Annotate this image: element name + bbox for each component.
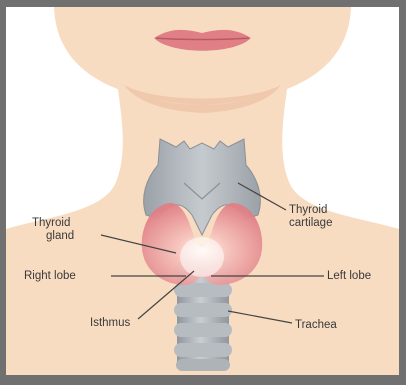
isthmus-highlight (180, 237, 224, 277)
label-thyroid-gland-line-2: gland (32, 230, 102, 243)
label-isthmus: Isthmus (90, 317, 130, 330)
label-trachea: Trachea (295, 319, 337, 332)
label-right-lobe: Right lobe (24, 270, 76, 283)
label-thyroid-cartilage: Thyroid cartilage (289, 204, 369, 230)
label-left-lobe: Left lobe (327, 270, 371, 283)
label-thyroid-cartilage-line-2: cartilage (289, 217, 369, 230)
label-thyroid-gland-line-1: Thyroid (32, 217, 102, 230)
face (54, 7, 351, 105)
label-thyroid-cartilage-line-1: Thyroid (289, 204, 369, 217)
illustration-panel: Thyroid gland Thyroid cartilage Right lo… (6, 7, 399, 375)
label-thyroid-gland: Thyroid gland (32, 217, 102, 243)
thyroid-illustration (6, 7, 399, 375)
